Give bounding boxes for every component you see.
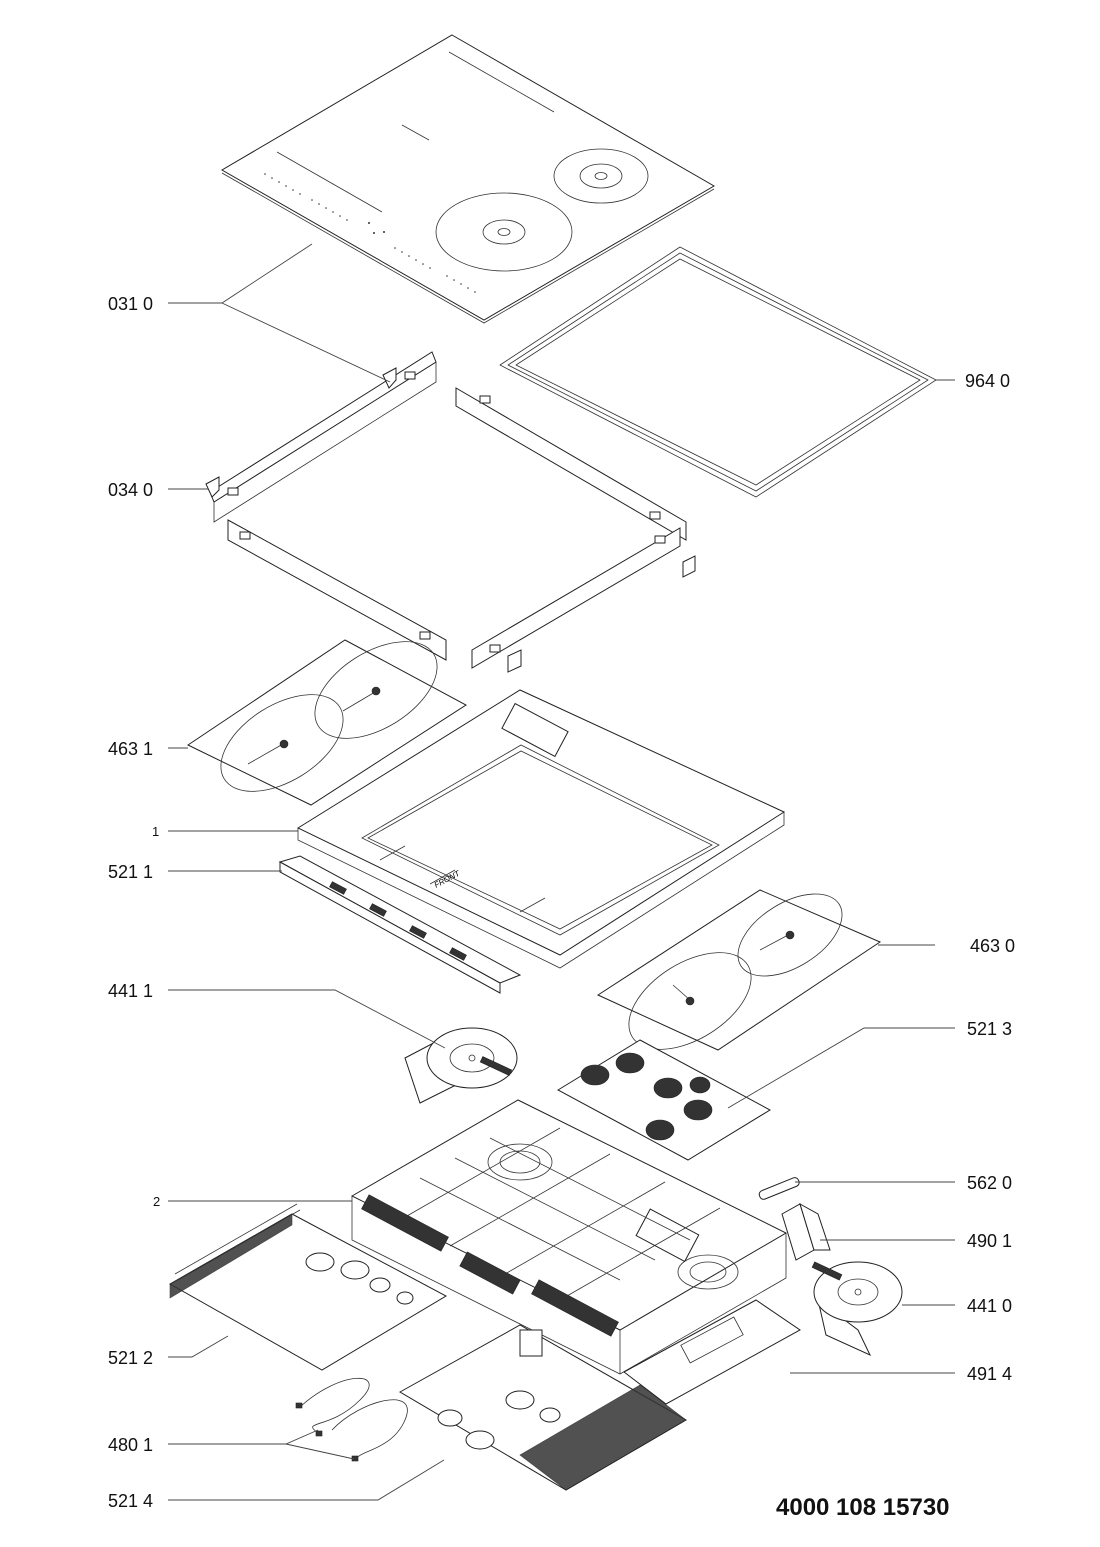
support-frame: FRONT bbox=[296, 689, 786, 969]
callout-5214: 521 4 bbox=[108, 1491, 153, 1511]
callout-4914: 491 4 bbox=[967, 1364, 1012, 1384]
power-board-right bbox=[398, 1324, 687, 1491]
bottom-cover-plate bbox=[623, 1299, 801, 1405]
hob-zone-small bbox=[553, 148, 649, 204]
induction-coil-plate-left bbox=[186, 639, 467, 806]
hob-zone-large bbox=[435, 192, 573, 272]
callout-5211: 521 1 bbox=[108, 862, 153, 882]
cooling-fan-left bbox=[404, 1027, 518, 1104]
bottom-housing bbox=[350, 1099, 788, 1375]
callout-4411: 441 1 bbox=[108, 981, 153, 1001]
filter-board bbox=[556, 1039, 772, 1161]
touch-control-dots bbox=[264, 173, 476, 293]
fuse bbox=[758, 1177, 800, 1200]
callout-5213: 521 3 bbox=[967, 1019, 1012, 1039]
callout-4630: 463 0 bbox=[970, 936, 1015, 956]
callout-5620: 562 0 bbox=[967, 1173, 1012, 1193]
fixing-bracket bbox=[205, 367, 696, 673]
callout-4410: 441 0 bbox=[967, 1296, 1012, 1316]
cable-clamp bbox=[781, 1202, 831, 1261]
control-board bbox=[278, 855, 522, 994]
side-rails bbox=[209, 351, 687, 669]
callout-4801: 480 1 bbox=[108, 1435, 153, 1455]
callout-2: 2 bbox=[153, 1194, 160, 1209]
callout-4901: 490 1 bbox=[967, 1231, 1012, 1251]
callout-4631: 463 1 bbox=[108, 739, 153, 759]
power-board-left bbox=[168, 1203, 448, 1371]
gasket-seal bbox=[499, 246, 937, 498]
leader-lines bbox=[168, 243, 955, 1501]
callout-0340: 034 0 bbox=[108, 480, 153, 500]
callout-9640: 964 0 bbox=[965, 371, 1010, 391]
glass-ceramic-top bbox=[221, 34, 715, 324]
callout-5212: 521 2 bbox=[108, 1348, 153, 1368]
callout-labels: 031 0 034 0 964 0 463 1 1 521 1 463 0 44… bbox=[108, 294, 1015, 1511]
wiring-harness bbox=[295, 1377, 408, 1462]
document-number: 4000 108 15730 bbox=[776, 1494, 950, 1521]
callout-0310: 031 0 bbox=[108, 294, 153, 314]
induction-coil-plate-right bbox=[596, 889, 882, 1051]
callout-1: 1 bbox=[152, 824, 159, 839]
cooling-fan-right bbox=[811, 1261, 903, 1357]
